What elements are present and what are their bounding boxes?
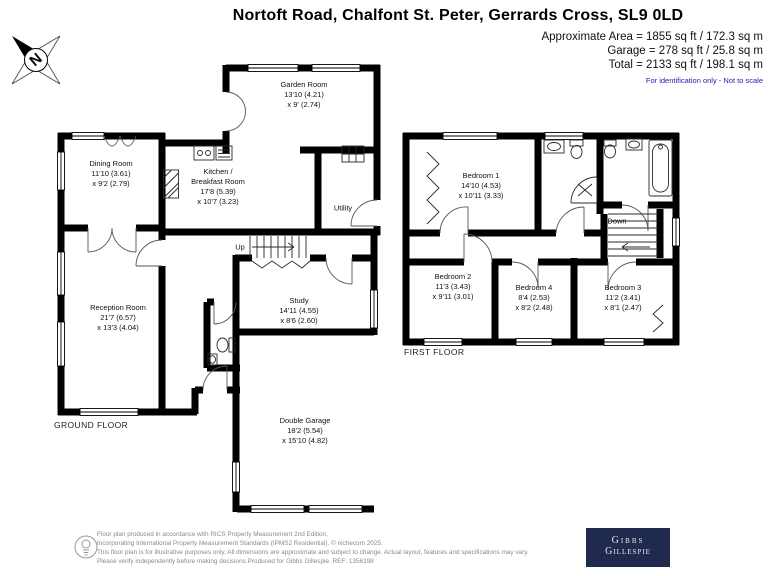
room-label-bedroom-3: Bedroom 3 11'2 (3.41) x 8'1 (2.47)	[604, 283, 642, 312]
room-label-utility: Utility	[333, 203, 353, 213]
wardrobe-bedroom3	[652, 304, 664, 333]
identification-note: For identification only - Not to scale	[645, 76, 763, 85]
first-floor-plan	[402, 132, 680, 346]
room-label-bedroom-4: Bedroom 4 8'4 (2.53) x 8'2 (2.48)	[515, 283, 553, 312]
disclaimer: Floor plan produced in accordance with R…	[97, 531, 529, 565]
room-label-bedroom-2: Bedroom 2 11'3 (3.43) x 9'11 (3.01)	[432, 272, 474, 301]
compass-icon: N	[11, 35, 61, 85]
shower-room-fixtures	[543, 139, 584, 159]
kitchen-sink-unit	[193, 145, 233, 161]
ground-floor-label: GROUND FLOOR	[54, 420, 129, 430]
approximate-area: Approximate Area = 1855 sq ft / 172.3 sq…	[541, 31, 763, 43]
room-label-bedroom-1: Bedroom 1 14'10 (4.53) x 10'11 (3.33)	[458, 171, 504, 200]
stairs-up	[249, 236, 307, 258]
gibbs-gillespie-logo: Gibbs Gillespie	[586, 528, 670, 567]
stairs-down-label: Down	[607, 216, 627, 226]
stairs-up-label: Up	[235, 242, 245, 252]
room-label-kitchen: Kitchen / Breakfast Room 17'8 (5.39) x 1…	[191, 167, 245, 206]
bathroom-fixtures	[603, 138, 673, 197]
area-summary: Approximate Area = 1855 sq ft / 172.3 sq…	[541, 30, 763, 72]
folding-door-study	[251, 260, 311, 269]
room-label-garden-room: Garden Room 13'10 (4.21) x 9' (2.74)	[280, 80, 328, 109]
shower-enclosure	[570, 176, 598, 204]
ground-floor-plan	[57, 64, 381, 513]
room-label-study: Study 14'11 (4.55) x 8'6 (2.60)	[279, 296, 319, 325]
wardrobe-bedroom1	[426, 151, 440, 225]
cloakroom-toilet	[207, 337, 236, 366]
first-floor-doors	[439, 204, 649, 291]
room-label-dining-room: Dining Room 11'10 (3.61) x 9'2 (2.79)	[89, 159, 133, 188]
stairs-down	[608, 213, 658, 257]
utility-appliance	[341, 145, 365, 163]
page-title: Nortoft Road, Chalfont St. Peter, Gerrar…	[232, 7, 684, 24]
room-label-double-garage: Double Garage 18'2 (5.54) x 15'10 (4.82)	[279, 416, 331, 445]
first-floor-windows	[423, 132, 680, 346]
chimney-breast	[163, 169, 179, 199]
room-label-reception-room: Reception Room 21'7 (6.57) x 13'3 (4.04)	[90, 303, 146, 332]
nichecom-icon	[74, 535, 98, 559]
ground-floor-doors	[87, 91, 378, 391]
first-floor-label: FIRST FLOOR	[404, 347, 465, 357]
garage-area: Garage = 278 sq ft / 25.8 sq m	[607, 45, 763, 57]
total-area: Total = 2133 sq ft / 198.1 sq m	[608, 59, 763, 71]
